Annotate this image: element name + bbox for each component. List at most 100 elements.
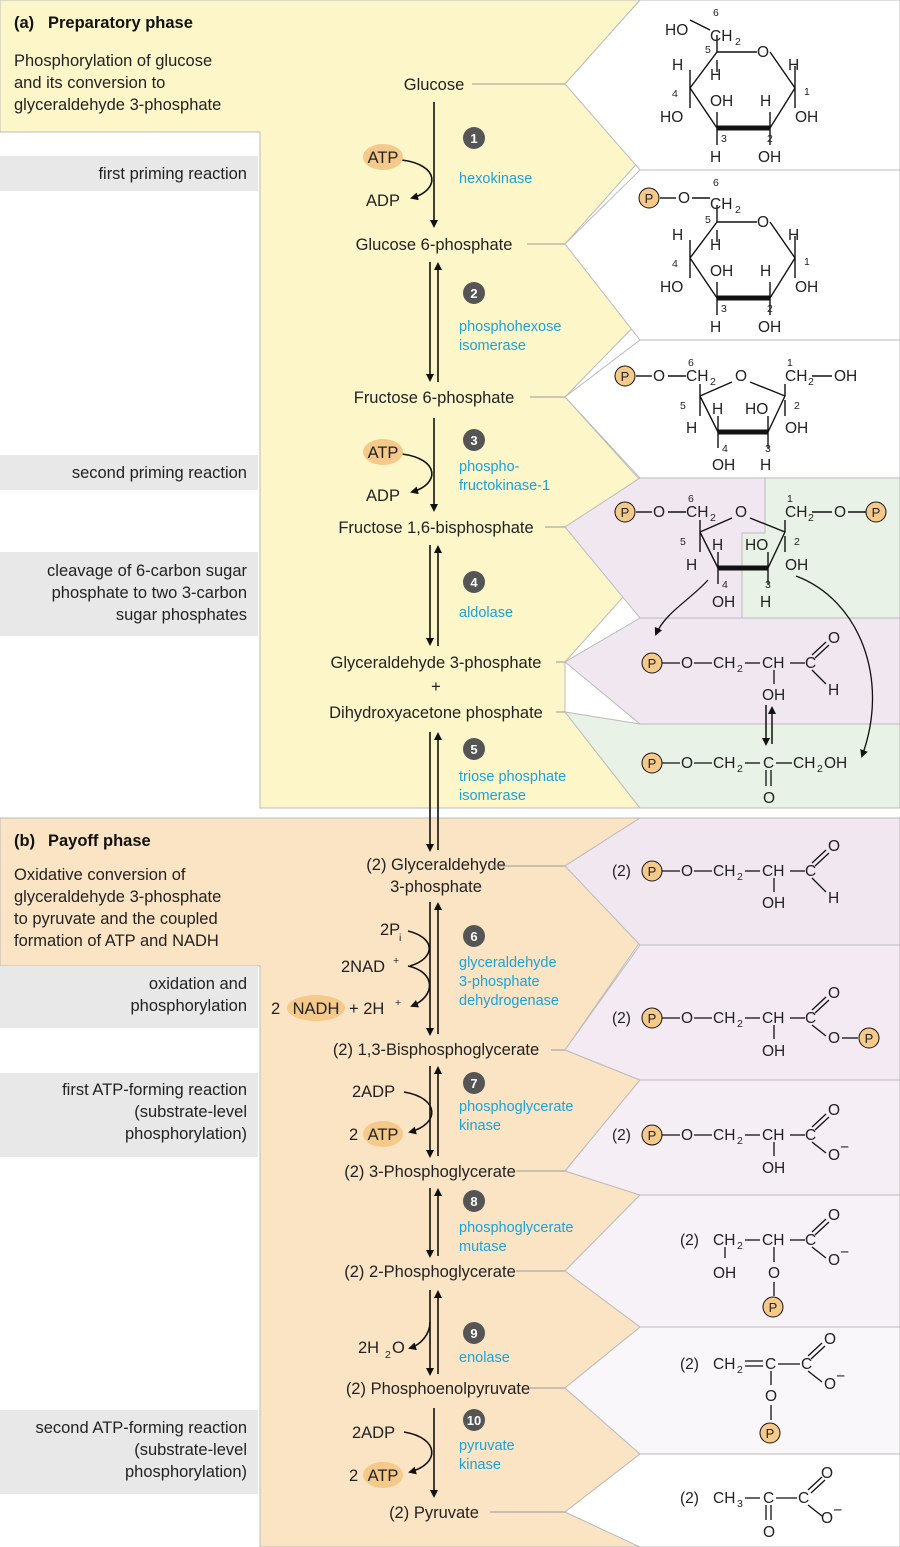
prep-phase-background [0, 0, 642, 809]
svg-text:CH: CH [713, 755, 735, 772]
gap-structure: P O CH 2 CH C O OH H [641, 630, 840, 704]
svg-text:OH: OH [710, 93, 733, 110]
svg-text:OH: OH [785, 557, 808, 574]
svg-text:H: H [710, 237, 721, 254]
nad-label: 2NAD [341, 958, 385, 976]
svg-text:P: P [648, 756, 657, 771]
payoff-desc-line3: to pyruvate and the coupled [14, 910, 218, 928]
svg-text:dehydrogenase: dehydrogenase [459, 993, 559, 1009]
svg-text:C: C [801, 1356, 812, 1373]
gap2-structure: (2) P O CH 2 CH C O OH H [612, 838, 840, 912]
svg-text:CH: CH [686, 504, 708, 521]
h2o-suffix: O [392, 1339, 405, 1357]
svg-text:2: 2 [767, 133, 773, 145]
proton-superscript: + [395, 997, 401, 1009]
svg-text:pyruvate: pyruvate [459, 1438, 515, 1454]
atp2-prefix-step7: 2 [349, 1126, 358, 1144]
svg-text:HO: HO [660, 109, 683, 126]
svg-text:CH: CH [686, 368, 708, 385]
side-second-atp-line1: second ATP-forming reaction [35, 1419, 247, 1437]
pyruvate-structure: (2) CH 3 C C O O − O [680, 1465, 842, 1541]
svg-text:OH: OH [785, 420, 808, 437]
svg-text:O: O [821, 1510, 833, 1527]
svg-text:C: C [765, 1356, 776, 1373]
svg-text:4: 4 [470, 575, 478, 590]
svg-text:1: 1 [804, 256, 810, 268]
pg3-structure: (2) P O CH 2 CH C O O − OH [612, 1102, 849, 1177]
payoff-desc-line2: glyceraldehyde 3-phosphate [14, 888, 221, 906]
svg-text:H: H [788, 227, 799, 244]
adp-label-step1: ADP [366, 192, 400, 210]
svg-text:2: 2 [808, 512, 814, 524]
svg-text:(2): (2) [612, 863, 631, 880]
svg-text:isomerase: isomerase [459, 788, 526, 804]
metabolite-pg2: (2) 2-Phosphoglycerate [344, 1263, 516, 1281]
svg-text:2: 2 [808, 376, 814, 388]
bpg13-structure: (2) P O CH 2 CH C O O P OH [612, 985, 880, 1060]
svg-text:2: 2 [817, 763, 823, 775]
svg-text:O: O [828, 1030, 840, 1047]
svg-text:phosphohexose: phosphohexose [459, 319, 561, 335]
svg-text:(2): (2) [680, 1356, 699, 1373]
svg-text:phosphoglycerate: phosphoglycerate [459, 1220, 573, 1236]
metabolite-dhap: Dihydroxyacetone phosphate [329, 704, 543, 722]
svg-text:glyceraldehyde: glyceraldehyde [459, 955, 557, 971]
svg-text:C: C [805, 1010, 816, 1027]
svg-text:OH: OH [713, 1265, 736, 1282]
svg-text:CH: CH [762, 863, 784, 880]
svg-text:CH: CH [762, 655, 784, 672]
atp-badge-step10 [363, 1462, 403, 1488]
svg-text:H: H [686, 420, 697, 437]
svg-text:C: C [798, 1490, 809, 1507]
svg-text:O: O [681, 755, 693, 772]
svg-text:3: 3 [765, 443, 771, 455]
svg-text:H: H [710, 67, 721, 84]
svg-text:2: 2 [710, 376, 716, 388]
svg-text:2: 2 [794, 536, 800, 548]
svg-text:O: O [765, 1388, 777, 1405]
atp-label-step1: ATP [368, 149, 399, 167]
svg-text:CH: CH [713, 1232, 735, 1249]
payoff-desc-line4: formation of ATP and NADH [14, 932, 219, 950]
dhap-structure-panel [563, 711, 900, 809]
svg-text:H: H [828, 682, 839, 699]
svg-text:P: P [769, 1300, 778, 1315]
side-cleavage-line3: sugar phosphates [116, 606, 247, 624]
svg-text:H: H [760, 93, 771, 110]
svg-text:5: 5 [680, 536, 686, 548]
svg-text:H: H [760, 263, 771, 280]
svg-text:O: O [828, 985, 840, 1002]
svg-text:OH: OH [758, 149, 781, 166]
svg-text:10: 10 [467, 1413, 481, 1428]
metabolite-f6p: Fructose 6-phosphate [354, 389, 515, 407]
svg-text:CH: CH [713, 1356, 735, 1373]
svg-text:4: 4 [672, 258, 678, 270]
svg-text:−: − [840, 1244, 849, 1261]
metabolite-gap2-line1: (2) Glyceraldehyde [366, 856, 505, 874]
svg-text:O: O [834, 504, 846, 521]
svg-text:H: H [760, 594, 771, 611]
svg-text:7: 7 [470, 1076, 477, 1091]
prep-desc-line3: glyceraldehyde 3-phosphate [14, 96, 221, 114]
svg-text:O: O [828, 630, 840, 647]
atp-label-step3: ATP [368, 444, 399, 462]
svg-text:C: C [805, 1232, 816, 1249]
enzyme-hexokinase: hexokinase [459, 171, 532, 187]
svg-text:P: P [872, 505, 881, 520]
svg-text:P: P [645, 191, 654, 206]
dhap-structure: P O CH 2 C CH 2 OH O [641, 752, 847, 807]
svg-text:O: O [821, 1465, 833, 1482]
pi-subscript: i [399, 932, 401, 944]
step-1: 1 hexokinase [459, 127, 532, 187]
svg-text:aldolase: aldolase [459, 605, 513, 621]
side-second-priming: second priming reaction [72, 464, 247, 482]
svg-text:O: O [828, 1102, 840, 1119]
svg-text:HO: HO [745, 537, 768, 554]
svg-text:enolase: enolase [459, 1350, 510, 1366]
svg-text:H: H [828, 890, 839, 907]
side-cleavage-line2: phosphate to two 3-carbon [52, 584, 247, 602]
step-2: 2 phosphohexose isomerase [459, 282, 561, 354]
svg-text:O: O [757, 44, 769, 61]
svg-text:phosphoglycerate: phosphoglycerate [459, 1099, 573, 1115]
svg-text:1: 1 [787, 357, 793, 369]
